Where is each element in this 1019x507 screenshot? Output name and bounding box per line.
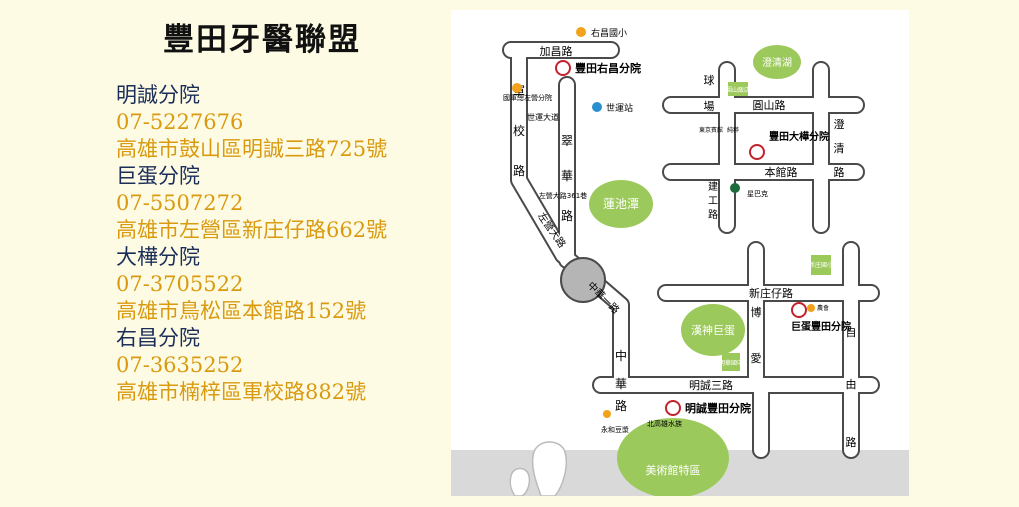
clinic-dahua-label: 豐田大樺分院 [769,130,829,143]
road-boai-1: 博 [751,306,762,319]
school-dot [576,27,586,37]
yonghe-dot [603,410,611,418]
starbucks-icon [730,183,740,193]
landmark-yuanshan-hotel: 圓山飯店 [726,86,750,94]
road-chengqing-1: 澄 [834,117,845,131]
road-jiangong-1: 建 [708,180,718,193]
road-junxiao-3: 路 [513,163,525,178]
road-zhonghua-1: 中 [615,348,627,363]
clinic-judan-label: 巨蛋豐田分院 [791,320,851,333]
landmark-xinzhuang-elementary: 新庄國小 [809,261,833,269]
road-shiyun-dadao: 世運大道 [527,112,559,122]
hanshen-arena-area [681,304,745,356]
branch-name: 右昌分院 [116,326,200,350]
landmark-dongjing: 東京賓館 [699,126,723,134]
tooth-mascot-icon [509,441,567,496]
road-junxiao-2: 校 [513,123,525,138]
landmark-hanshen-arena: 漢神巨蛋 [691,323,735,337]
landmark-pure: 純粹 [727,126,739,134]
location-map: 加昌路 軍 校 路 翠 華 路 世運大道 左營大路361巷 左營大路 中華一路 … [451,10,909,496]
landmark-yonghe: 永和豆漿 [601,425,629,434]
road-benguan: 本館路 [765,165,798,179]
xinzhuang-school-block [811,255,831,275]
road-cuihua-3: 路 [561,208,573,223]
hospital-dot [512,83,522,93]
road-network [502,41,880,459]
road-ziyou-3: 路 [846,436,857,449]
clinic-dahua[interactable]: 豐田大樺分院 [749,130,829,160]
clinic-mingcheng-label: 明誠豐田分院 [685,401,751,415]
page-title: 豐田牙醫聯盟 [163,22,361,58]
branch-name: 巨蛋分院 [116,164,200,188]
lotus-pond-area [589,180,653,228]
road-zuoying-361: 左營大路361巷 [539,191,587,200]
branch-phone[interactable]: 07-5227676 [116,110,244,134]
landmark-farmers: 農會 [817,304,829,312]
branch-phone[interactable]: 07-3705522 [116,272,244,296]
clinic-mingcheng[interactable]: 明誠豐田分院 [665,400,751,416]
clinic-youchang[interactable]: 豐田右昌分院 [555,60,641,76]
branch-address: 高雄市鳥松區本館路152號 [116,299,367,323]
roundabout [560,257,606,303]
landmark-lotus-pond: 蓮池潭 [603,197,639,211]
road-zhonghua-3: 路 [615,398,627,413]
landmark-chengqing-lake: 澄清湖 [762,56,792,69]
road-boai-2: 愛 [751,352,762,365]
branch-dahua: 大樺分院 07-3705522 高雄市鳥松區本館路152號 [116,244,456,325]
road-cuihua-1: 翠 [561,134,573,148]
landmark-youchang-elementary: 右昌國小 [591,27,627,39]
clinic-youchang-label: 豐田右昌分院 [575,61,641,75]
branch-address: 高雄市鼓山區明誠三路725號 [116,137,388,161]
branch-address: 高雄市楠梓區軍校路882號 [116,380,367,404]
tooth-icon [791,302,807,318]
landmark-art-museum: 美術館特區 [646,463,701,477]
branch-youchang: 右昌分院 07-3635252 高雄市楠梓區軍校路882號 [116,325,456,406]
branch-phone[interactable]: 07-5507272 [116,191,244,215]
station-icon [592,102,602,112]
road-qiuchang-2: 場 [704,100,715,113]
road-chengqing-2: 清 [834,142,845,155]
yuanshan-hotel-block [728,82,748,96]
branch-name: 大樺分院 [116,245,200,269]
road-yuanshan: 圓山路 [753,99,786,112]
branch-phone[interactable]: 07-3635252 [116,353,244,377]
road-ziyou-1: 自 [846,326,857,339]
road-qiuchang-1: 球 [704,73,715,87]
landmark-mingcheng-school: 明華國中 [719,359,743,367]
tooth-icon [665,400,681,416]
road-cuihua-2: 華 [561,169,573,183]
branch-address: 高雄市左營區新庄仔路662號 [116,218,388,242]
chengqing-lake-area [753,45,801,79]
road-jiachang: 加昌路 [540,45,573,58]
landmark-shiyun-station: 世運站 [606,102,633,114]
road-jiangong-3: 路 [708,208,718,221]
road-ziyou-2: 由 [846,377,857,391]
clinic-judan[interactable]: 巨蛋豐田分院 [791,302,851,333]
road-jiangong-2: 工 [708,196,718,207]
mingcheng-school-block [722,353,740,371]
landmark-aquarium: 北高雄水族 [647,419,682,428]
landmark-military-hospital: 國軍總左營分院 [503,93,552,102]
tooth-icon [555,60,571,76]
road-zhonghua-2: 華 [615,377,627,391]
road-chengqing-3: 路 [834,166,845,179]
farmers-dot [807,304,815,312]
branch-list: 明誠分院 07-5227676 高雄市鼓山區明誠三路725號 巨蛋分院 07-5… [116,82,456,406]
tooth-icon [749,144,765,160]
landmark-starbucks: 星巴克 [747,190,768,198]
branch-name: 明誠分院 [116,83,200,107]
branch-mingcheng: 明誠分院 07-5227676 高雄市鼓山區明誠三路725號 [116,82,456,163]
art-museum-area [617,418,729,496]
road-mingcheng: 明誠三路 [689,379,733,392]
road-xinzhuangzi: 新庄仔路 [749,286,793,300]
branch-judan: 巨蛋分院 07-5507272 高雄市左營區新庄仔路662號 [116,163,456,244]
map-canvas: 加昌路 軍 校 路 翠 華 路 世運大道 左營大路361巷 左營大路 中華一路 … [451,27,909,496]
